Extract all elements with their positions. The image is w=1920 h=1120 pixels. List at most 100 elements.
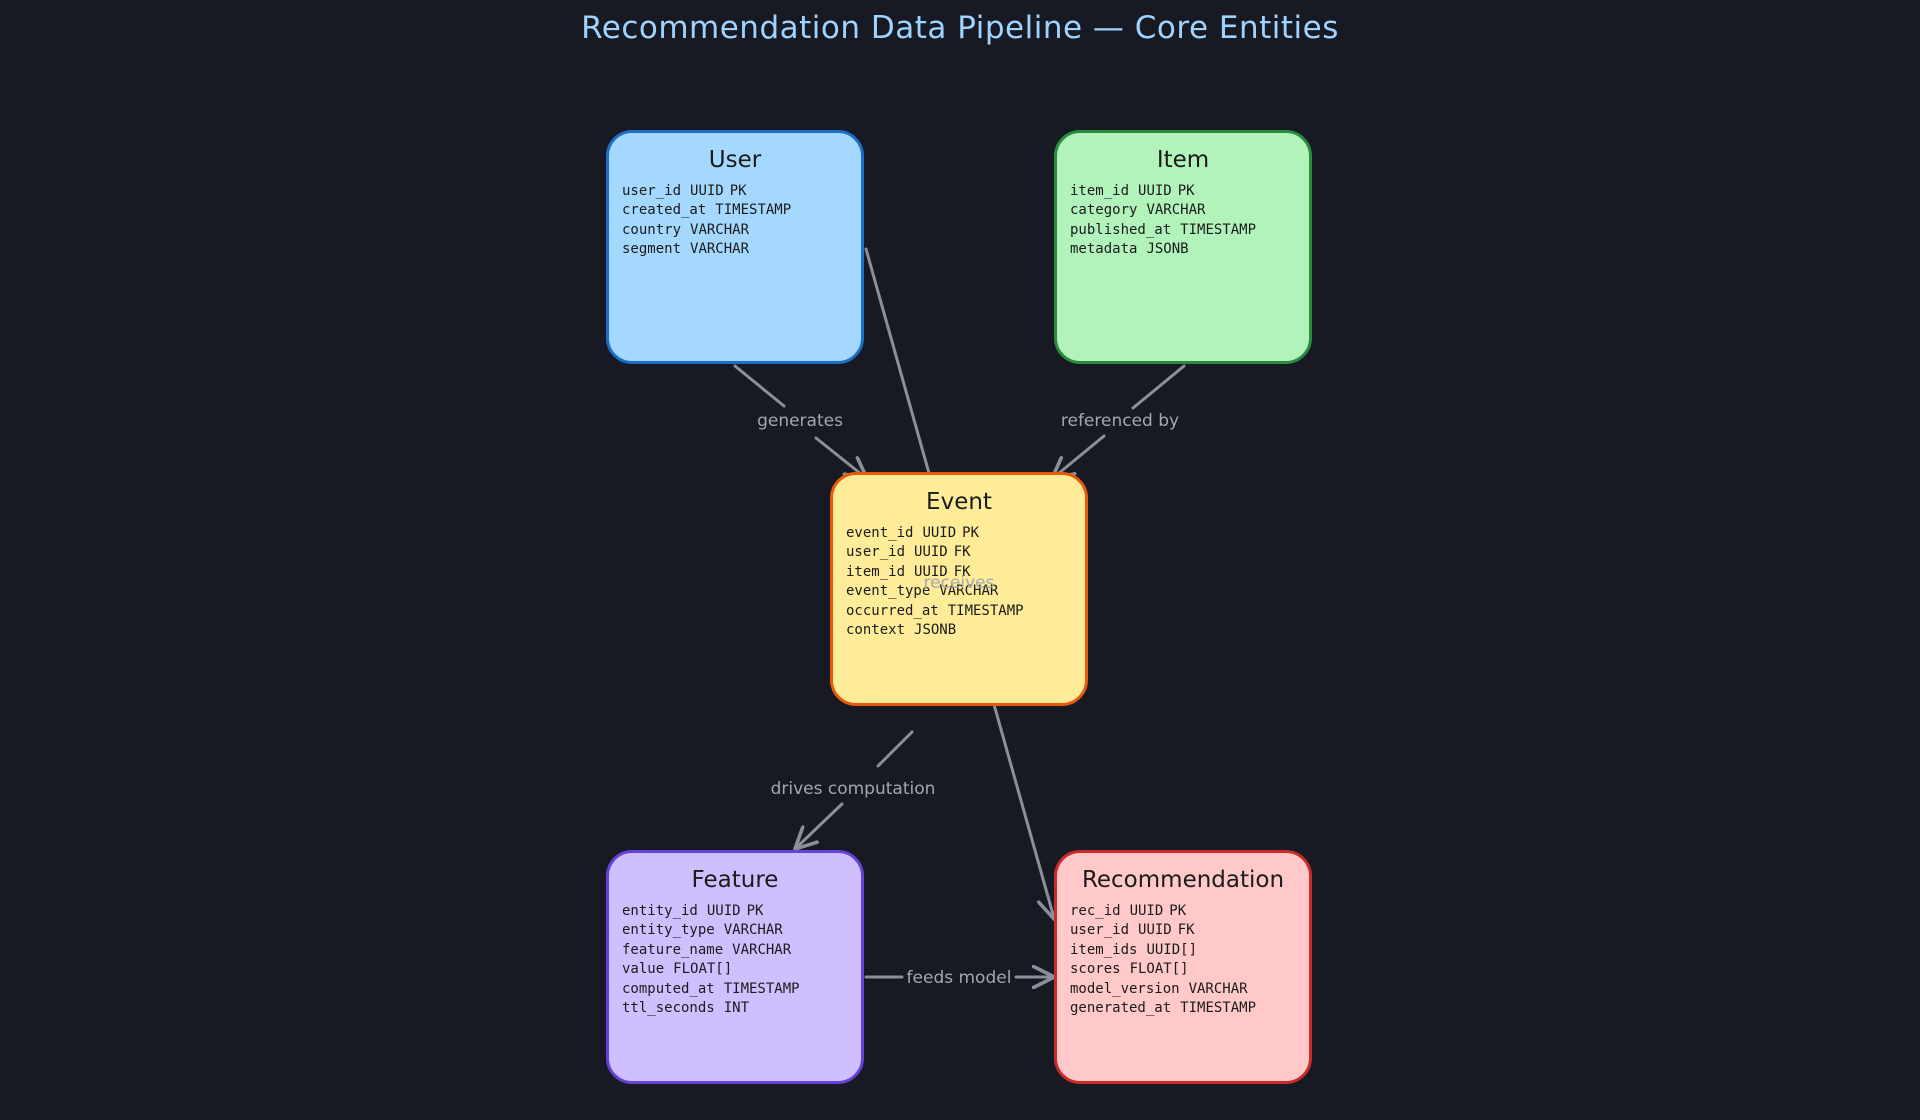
field-type: TIMESTAMP [947,602,1024,619]
field-row: user_id UUID PK [622,182,861,201]
field-key: PK [1169,903,1187,919]
field-type: UUID [914,563,948,580]
edge-label-referenced-by: referenced by [1061,411,1179,431]
field-name: created_at [622,202,707,219]
field-name: ttl_seconds [622,1000,715,1017]
field-key: PK [746,903,764,919]
field-name: event_id [846,525,914,541]
entity-name-event: Event [926,489,992,515]
field-type: UUID [690,183,724,199]
field-name: segment [622,241,682,258]
field-name: scores [1070,961,1121,978]
field-row: category VARCHAR [1070,201,1309,220]
field-type: UUID [1138,183,1172,199]
field-row: generated_at TIMESTAMP [1070,999,1309,1018]
field-name: entity_type [622,922,715,939]
field-type: UUID [1138,922,1172,939]
field-name: item_id [1070,183,1130,199]
field-type: JSONB [1146,241,1189,258]
field-name: user_id [622,183,682,199]
field-list-item: item_id UUID PK category VARCHAR published_… [1070,182,1309,260]
field-type: INT [723,1000,750,1017]
field-row: occurred_at TIMESTAMP [846,602,1085,621]
field-type: UUID[] [1146,941,1198,958]
field-type: VARCHAR [1188,980,1248,997]
entity-name-item: Item [1156,147,1210,173]
field-name: value [622,961,665,978]
diagram-title: Recommendation Data Pipeline — Core Enti… [581,10,1339,46]
field-row: feature_name VARCHAR [622,941,861,960]
edge-feeds-model: feeds model [864,968,1053,988]
field-row: created_at TIMESTAMP [622,201,861,220]
field-key: PK [729,183,747,199]
field-row: item_ids UUID[] [1070,941,1309,960]
field-type: UUID [914,544,948,561]
field-key: PK [962,525,980,541]
field-row: item_id UUID PK [1070,182,1309,201]
field-type: JSONB [914,622,957,639]
field-type: TIMESTAMP [715,202,792,219]
field-type: TIMESTAMP [1180,221,1257,238]
field-row: user_id UUID FK [846,543,1085,562]
field-name: rec_id [1070,903,1121,919]
entity-item[interactable]: Item item_id UUID PK category VARCHAR publi… [1054,130,1312,364]
field-row: scores FLOAT[] [1070,960,1309,979]
field-name: item_id [846,563,906,580]
entity-user[interactable]: User user_id UUID PK created_at TIMESTAMP c… [606,130,864,364]
field-name: generated_at [1070,1000,1172,1017]
edge-line-referenced-by [1053,434,1106,478]
edge-line-generates [814,436,866,478]
field-name: event_type [846,583,931,600]
field-name: country [622,221,682,238]
field-name: item_ids [1070,941,1138,958]
edge-line-generates [733,364,786,408]
field-name: category [1070,202,1138,219]
field-row: computed_at TIMESTAMP [622,980,861,999]
field-row: context JSONB [846,621,1085,640]
field-row: rec_id UUID PK [1070,902,1309,921]
edge-line-drives-computation [796,802,844,848]
field-type: VARCHAR [690,241,750,258]
field-row: ttl_seconds INT [622,999,861,1018]
field-type: TIMESTAMP [1180,1000,1257,1017]
field-type: UUID [1129,903,1164,919]
field-list-user: user_id UUID PK created_at TIMESTAMP countr… [622,182,861,260]
field-name: entity_id [622,903,698,919]
field-type: FLOAT[] [673,961,733,978]
field-row: entity_id UUID PK [622,902,861,921]
field-key: FK [953,544,971,561]
field-type: VARCHAR [732,941,792,958]
field-row: item_id UUID FK [846,563,1085,582]
field-name: user_id [846,544,906,561]
edge-referenced-by: referenced by [1053,364,1186,478]
field-type: TIMESTAMP [723,980,800,997]
field-name: context [846,622,906,639]
field-name: feature_name [622,941,724,958]
edge-label-drives-computation: drives computation [771,779,936,799]
field-type: UUID [706,903,741,919]
edge-line-drives-computation [876,730,914,768]
field-row: segment VARCHAR [622,240,861,259]
field-name: occurred_at [846,602,939,619]
field-key: FK [953,563,971,580]
edge-generates: generates [733,364,866,478]
entity-name-user: User [708,147,762,173]
entity-name-feature: Feature [691,867,779,893]
field-name: computed_at [622,980,715,997]
edge-label-generates: generates [757,411,843,431]
field-type: FLOAT[] [1129,961,1189,978]
field-type: VARCHAR [1146,202,1206,219]
field-key: PK [1177,183,1195,199]
